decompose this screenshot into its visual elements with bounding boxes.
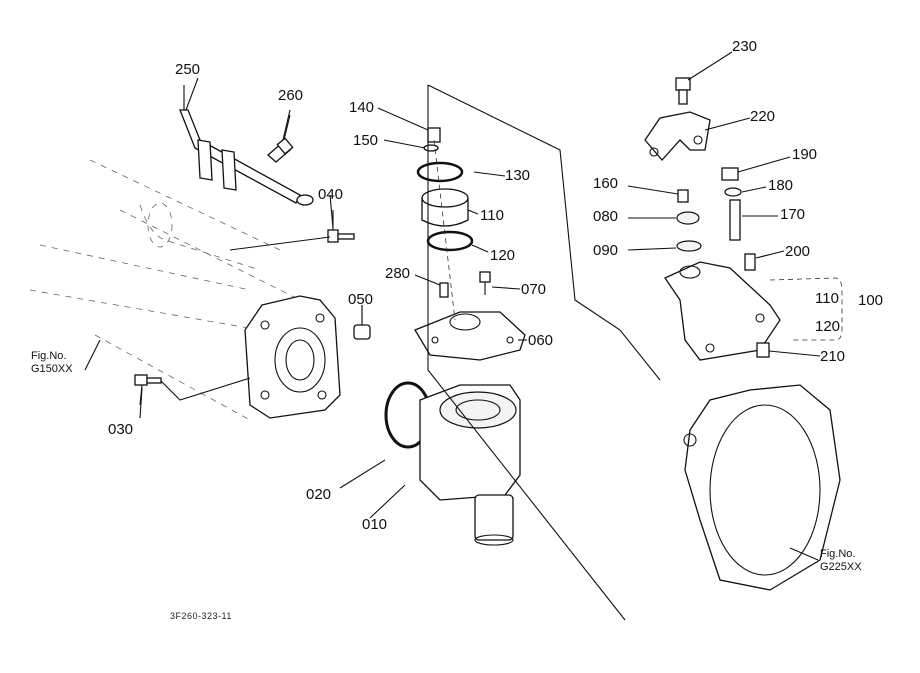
leader-lines	[84, 51, 821, 561]
label-070: 070	[521, 281, 547, 298]
transmission-housing-outline	[29, 159, 301, 421]
label-100: 100	[858, 292, 884, 309]
label-120-right: 120	[815, 318, 841, 335]
label-230: 230	[732, 38, 758, 55]
label-250: 250	[175, 61, 201, 78]
label-090: 090	[593, 242, 619, 259]
bolt-030	[134, 374, 251, 406]
clutch-housing	[683, 384, 841, 591]
label-030: 030	[108, 421, 134, 438]
dowel-050	[353, 305, 371, 340]
label-050: 050	[348, 291, 374, 308]
label-130: 130	[505, 167, 531, 184]
fig-ref-right: Fig.No. G225XX	[820, 548, 862, 573]
washer-150	[423, 144, 439, 152]
stud-170	[729, 199, 741, 241]
fig-ref-right-title: Fig.No.	[820, 548, 856, 560]
fig-ref-left-title: Fig.No.	[31, 350, 67, 362]
washer-080	[676, 211, 700, 225]
label-170: 170	[780, 206, 806, 223]
bolt-040	[229, 210, 355, 251]
pin-210	[756, 342, 770, 358]
nut-140	[427, 127, 441, 143]
label-260: 260	[278, 87, 304, 104]
label-020: 020	[306, 486, 332, 503]
fig-ref-left: Fig.No. G150XX	[31, 350, 73, 375]
label-110-left: 110	[480, 207, 504, 224]
washer-090	[676, 240, 702, 252]
bolt-260	[267, 114, 294, 163]
fitting-160	[677, 189, 689, 203]
drawing-id: 3F260-323-11	[170, 611, 232, 621]
label-060: 060	[528, 332, 554, 349]
flange-plate	[244, 295, 341, 419]
bolt-280	[439, 282, 449, 298]
cover-plate-060	[414, 311, 526, 361]
label-010: 010	[362, 516, 388, 533]
label-120-left: 120	[490, 247, 516, 264]
bolt-230	[675, 77, 691, 105]
label-080: 080	[593, 208, 619, 225]
fig-ref-left-code: G150XX	[31, 362, 73, 375]
label-110-right: 110	[815, 290, 839, 307]
bolt-070	[479, 271, 491, 295]
label-040: 040	[318, 186, 344, 203]
seal-120	[426, 230, 474, 252]
assembly-100	[664, 261, 781, 361]
label-190: 190	[792, 146, 818, 163]
bolt-200	[744, 253, 756, 271]
label-210: 210	[820, 348, 846, 365]
bushing-110	[421, 188, 469, 227]
washer-180	[724, 187, 742, 197]
label-280: 280	[385, 265, 411, 282]
fig-ref-right-code: G225XX	[820, 560, 862, 573]
seal-130	[416, 161, 464, 183]
nut-190	[721, 167, 739, 181]
housing-010	[419, 384, 521, 546]
label-180: 180	[768, 177, 794, 194]
pipe-bracket-250	[179, 85, 314, 206]
label-200: 200	[785, 243, 811, 260]
label-220: 220	[750, 108, 776, 125]
label-150: 150	[353, 132, 379, 149]
bracket-220	[644, 111, 711, 161]
label-160: 160	[593, 175, 619, 192]
label-140: 140	[349, 99, 375, 116]
